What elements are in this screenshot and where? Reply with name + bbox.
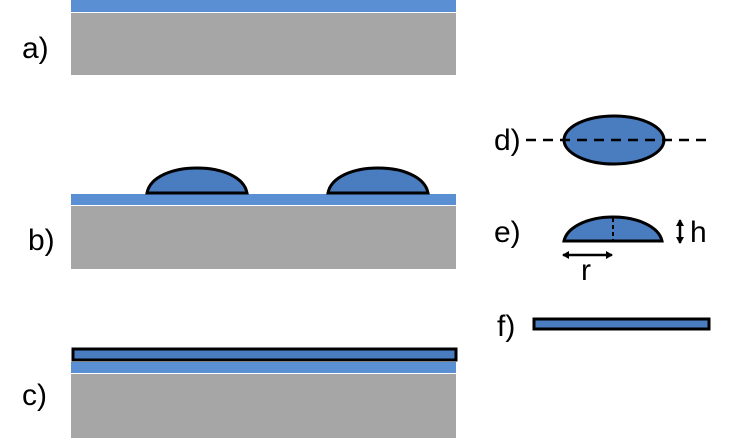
panel-d: d) bbox=[494, 114, 708, 166]
panel-c-substrate bbox=[71, 374, 456, 438]
panel-f-flat-layer bbox=[532, 317, 711, 331]
panel-a-film bbox=[71, 0, 456, 12]
panel-e-radius-symbol: r bbox=[581, 254, 591, 287]
panel-c-film bbox=[71, 362, 456, 373]
panel-f: f) bbox=[497, 310, 711, 343]
panel-e: h r e) bbox=[494, 215, 707, 287]
panel-a-label: a) bbox=[22, 32, 49, 65]
panel-c-label: c) bbox=[22, 379, 47, 412]
panel-b: b) bbox=[28, 166, 456, 269]
panel-f-label: f) bbox=[497, 310, 515, 343]
panel-e-height-symbol: h bbox=[690, 216, 707, 249]
panel-b-label: b) bbox=[28, 224, 55, 257]
panel-b-droplet-left bbox=[145, 166, 249, 195]
panel-b-film bbox=[71, 194, 456, 205]
panel-b-substrate bbox=[71, 206, 456, 269]
panel-c-flat-layer bbox=[71, 347, 458, 362]
panel-b-droplet-right bbox=[326, 166, 430, 195]
panel-d-label: d) bbox=[494, 124, 521, 157]
panel-c: c) bbox=[22, 347, 458, 438]
panel-a: a) bbox=[22, 0, 456, 75]
panel-e-label: e) bbox=[494, 216, 521, 249]
panel-a-substrate bbox=[71, 13, 456, 75]
